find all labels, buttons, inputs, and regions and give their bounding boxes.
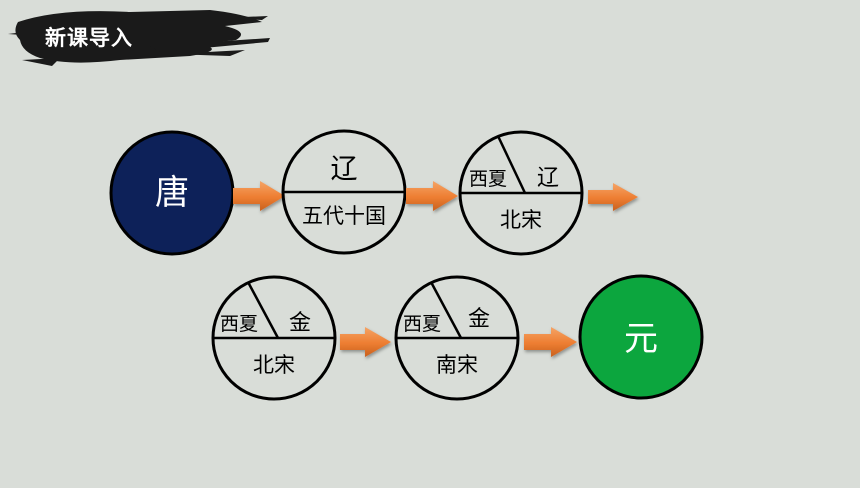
diagonal-line: [246, 281, 280, 339]
n3-top-left-label: 西夏: [469, 168, 507, 190]
n5-bottom-label: 南宋: [436, 353, 478, 377]
yuan-circle: [578, 274, 704, 400]
n3-top-right-label: 辽: [537, 166, 559, 191]
arrow-icon: [588, 183, 638, 211]
brush-banner: [8, 10, 270, 66]
diagonal-line: [496, 135, 527, 194]
n4-top-left-label: 西夏: [220, 313, 258, 335]
n5-top-right-label: 金: [468, 307, 490, 332]
n4-bottom-label: 北宋: [253, 353, 295, 377]
page-title: 新课导入: [45, 26, 133, 50]
n5-top-left-label: 西夏: [403, 313, 441, 335]
yuan-label: 元: [624, 319, 658, 359]
n4-top-right-label: 金: [289, 311, 311, 336]
n3-bottom-label: 北宋: [500, 208, 542, 232]
diagonal-line: [429, 281, 463, 339]
arrow-icon: [340, 327, 391, 357]
n2-top-label: 辽: [331, 154, 358, 185]
tang-label: 唐: [155, 173, 189, 213]
arrow-icon: [406, 181, 458, 211]
arrow-icon: [524, 327, 577, 357]
n2-bottom-label: 五代十国: [302, 204, 386, 228]
arrow-icon: [233, 181, 285, 211]
